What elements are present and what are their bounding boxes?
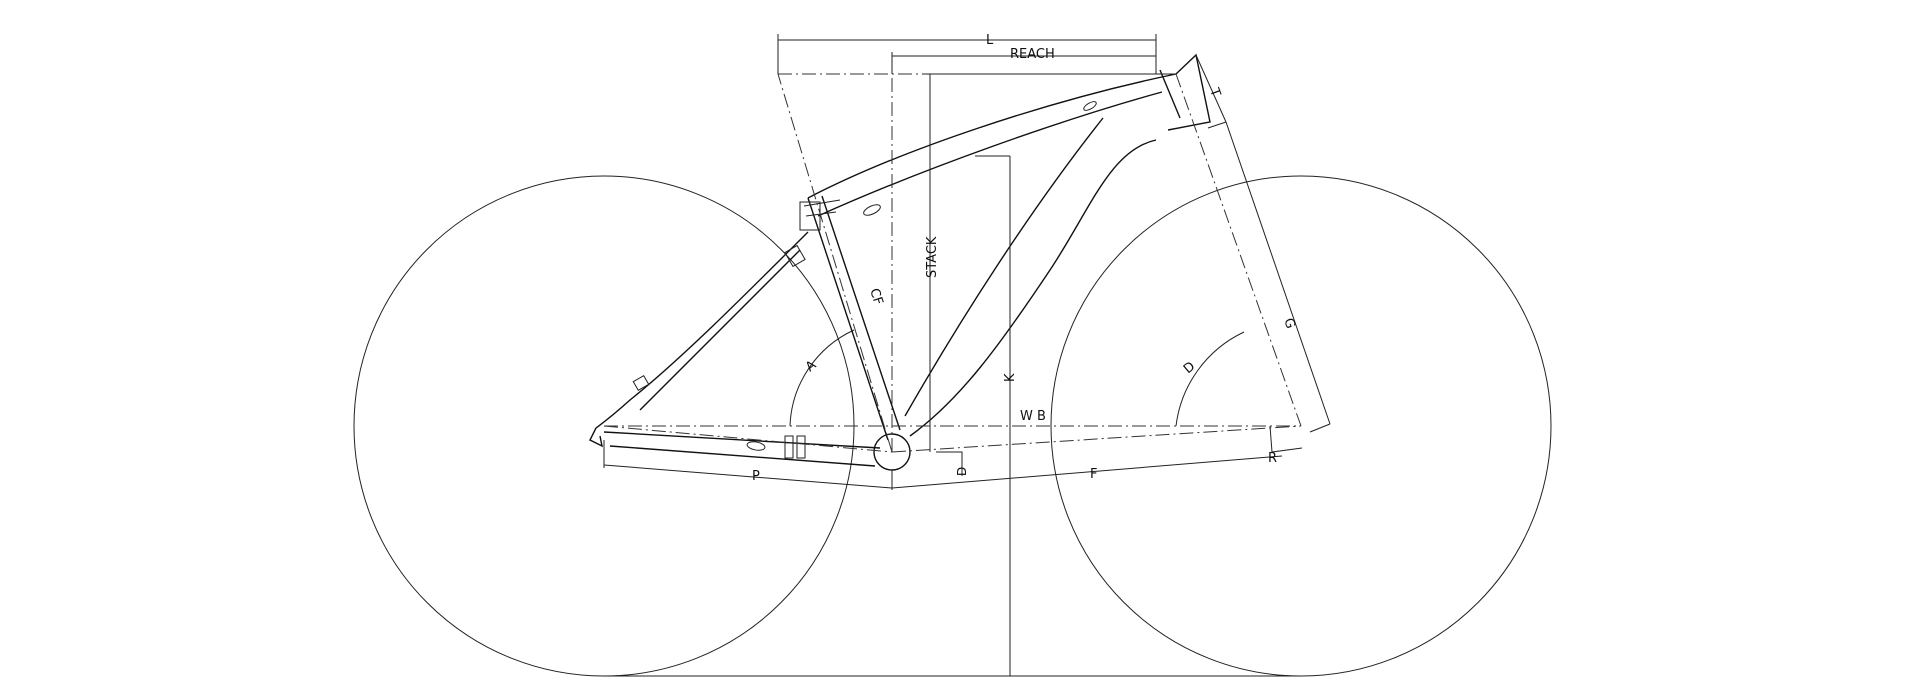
dimension-lines [603, 34, 1331, 676]
label-l: L [986, 33, 994, 48]
label-d-small: D [955, 467, 969, 476]
label-d: D [1181, 359, 1198, 377]
label-a: A [803, 358, 820, 375]
label-f: F [1090, 467, 1097, 482]
label-stack: STACK [925, 236, 940, 278]
label-k: K [1003, 373, 1018, 382]
frame [589, 53, 1211, 471]
label-r: R [1268, 451, 1277, 466]
label-reach: REACH [1010, 47, 1055, 62]
label-cf: CF [866, 287, 885, 307]
label-wb: W B [1020, 409, 1046, 424]
centerlines [603, 55, 1302, 453]
label-p: P [752, 469, 760, 484]
label-g: G [1280, 316, 1298, 331]
